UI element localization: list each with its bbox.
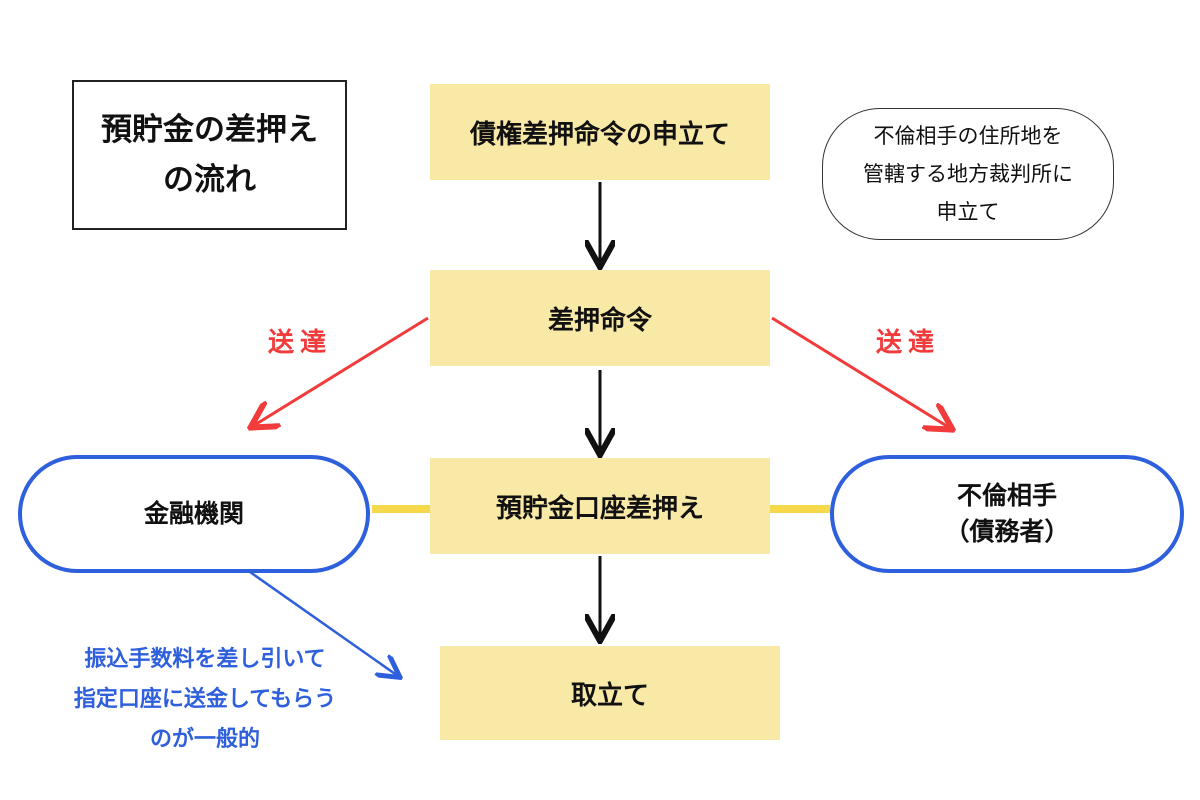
step-order: 差押命令 [430, 270, 770, 366]
transfer-note-line3: のが一般的 [149, 727, 260, 752]
delivery-label-right: 送達 [876, 328, 941, 358]
debtor-label-line2: （債務者） [944, 517, 1070, 546]
court-note-line3: 申立て [936, 200, 1000, 224]
step-collection: 取立て [440, 646, 780, 740]
diagram-title-line1: 預貯金の差押え [101, 112, 318, 148]
step-seizure: 預貯金口座差押え [430, 458, 770, 554]
transfer-note: 振込手数料を差し引いて 指定口座に送金してもらう のが一般的 [10, 640, 400, 760]
step-application: 債権差押命令の申立て [430, 84, 770, 180]
diagram-title: 預貯金の差押え の流れ [72, 80, 347, 230]
transfer-arrow [249, 570, 398, 676]
delivery-arrow-to-bank [253, 316, 429, 426]
transfer-note-line1: 振込手数料を差し引いて [84, 647, 326, 672]
debtor-label-line1: 不倫相手 [956, 481, 1057, 510]
delivery-label-left: 送達 [268, 328, 333, 358]
bank-label: 金融機関 [143, 499, 244, 528]
delivery-arrow-to-debtor [771, 316, 950, 428]
diagram-title-line2: の流れ [163, 162, 256, 198]
court-note-bubble: 不倫相手の住所地を 管轄する地方裁判所に 申立て [822, 108, 1114, 240]
transfer-note-line2: 指定口座に送金してもらう [73, 687, 337, 712]
bank-node: 金融機関 [18, 455, 370, 573]
court-note-line1: 不倫相手の住所地を [873, 124, 1063, 148]
court-note-line2: 管轄する地方裁判所に [863, 162, 1073, 186]
debtor-node: 不倫相手 （債務者） [830, 455, 1184, 573]
